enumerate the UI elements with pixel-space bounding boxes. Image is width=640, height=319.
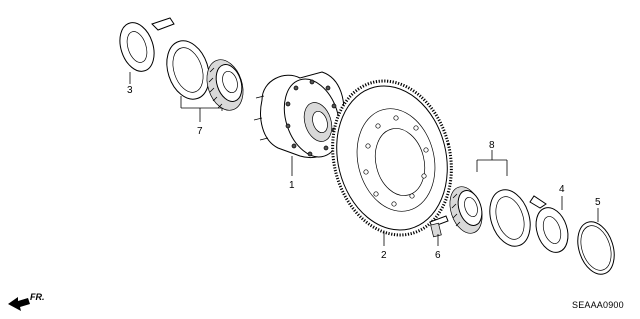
part-number-label: 8: [489, 140, 495, 151]
part-7-roller-bearing[interactable]: [201, 55, 249, 115]
part-4-shim[interactable]: [529, 195, 573, 257]
callout-1: 1: [289, 156, 295, 191]
part-number-label: 4: [559, 184, 565, 195]
callout-6: 6: [435, 234, 441, 261]
callout-5: 5: [595, 197, 601, 222]
callout-4: 4: [559, 184, 565, 210]
part-8-outer-race[interactable]: [483, 185, 537, 252]
callout-2: 2: [381, 232, 387, 261]
part-number-label: 5: [595, 197, 601, 208]
front-direction-indicator: FR.: [8, 292, 45, 311]
arrow-left-icon: [8, 297, 30, 311]
direction-label: FR.: [30, 292, 45, 302]
part-number-label: 6: [435, 250, 441, 261]
callout-7: 7: [180, 96, 223, 137]
part-number-label: 2: [381, 250, 387, 261]
callout-3: 3: [127, 72, 133, 96]
part-6-bolt[interactable]: [429, 215, 449, 238]
part-number-label: 1: [289, 180, 295, 191]
callout-8: 8: [476, 140, 508, 176]
part-8-roller-bearing[interactable]: [444, 183, 487, 238]
part-5-ring[interactable]: [571, 217, 620, 279]
diagram-code: SEAAA0900: [572, 300, 624, 310]
part-number-label: 7: [197, 126, 203, 137]
part-7-outer-race[interactable]: [160, 35, 217, 104]
part-2-ring-gear[interactable]: [317, 68, 467, 247]
part-1-differential-carrier[interactable]: [253, 71, 349, 164]
part-3-shim[interactable]: [114, 17, 175, 76]
part-number-label: 3: [127, 85, 133, 96]
